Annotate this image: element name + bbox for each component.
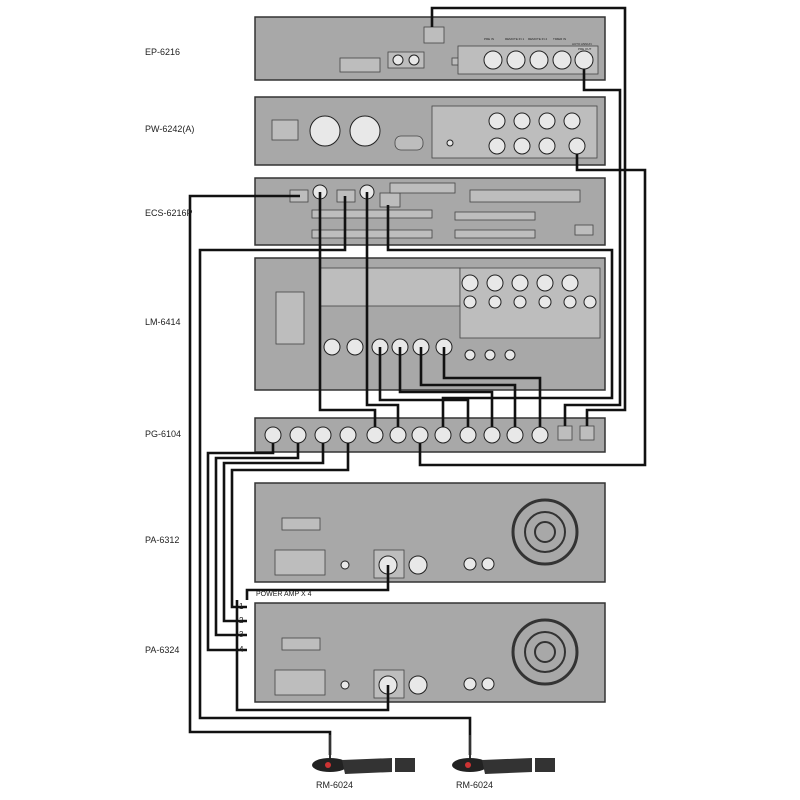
microphone-rm-6024-2 bbox=[452, 735, 555, 774]
ep-port-label: REMOTE IN 2 bbox=[528, 37, 548, 41]
label-mic-1: RM-6024 bbox=[316, 780, 354, 790]
label-ecs-6216p: ECS-6216P bbox=[145, 208, 193, 218]
pa-6324-panel bbox=[274, 618, 579, 699]
label-ep-6216: EP-6216 bbox=[145, 47, 181, 57]
ep-port-label: AUTO ANNUN bbox=[572, 42, 592, 46]
label-pw-6242a: PW-6242(A) bbox=[145, 124, 195, 134]
pa-6312-panel bbox=[274, 498, 579, 579]
label-mic-2: RM-6024 bbox=[456, 780, 494, 790]
label-pa-6324: PA-6324 bbox=[145, 645, 180, 655]
power-amp-label: POWER AMP X 4 bbox=[256, 591, 312, 598]
pw-connectors bbox=[271, 105, 598, 159]
label-pg-6104: PG-6104 bbox=[145, 429, 182, 439]
channel-2: 2 bbox=[239, 616, 244, 625]
ep-port-label: PRE OUT bbox=[578, 47, 592, 51]
ep-port-label: REMOTE IN 1 bbox=[505, 37, 525, 41]
channel-1: 1 bbox=[239, 602, 244, 611]
lm-connectors bbox=[275, 267, 601, 361]
label-pa-6312: PA-6312 bbox=[145, 535, 180, 545]
cables bbox=[188, 6, 647, 755]
ep-port-label: TIMER IN bbox=[553, 37, 567, 41]
ep-port-label: PRE IN bbox=[484, 37, 495, 41]
microphone-rm-6024-1 bbox=[312, 735, 415, 774]
device-pg-6104 bbox=[254, 417, 606, 453]
ep-connectors bbox=[339, 26, 599, 75]
ecs-connectors bbox=[289, 182, 594, 239]
channel-4: 4 bbox=[239, 645, 244, 654]
label-lm-6414: LM-6414 bbox=[145, 317, 181, 327]
channel-3: 3 bbox=[239, 630, 244, 639]
